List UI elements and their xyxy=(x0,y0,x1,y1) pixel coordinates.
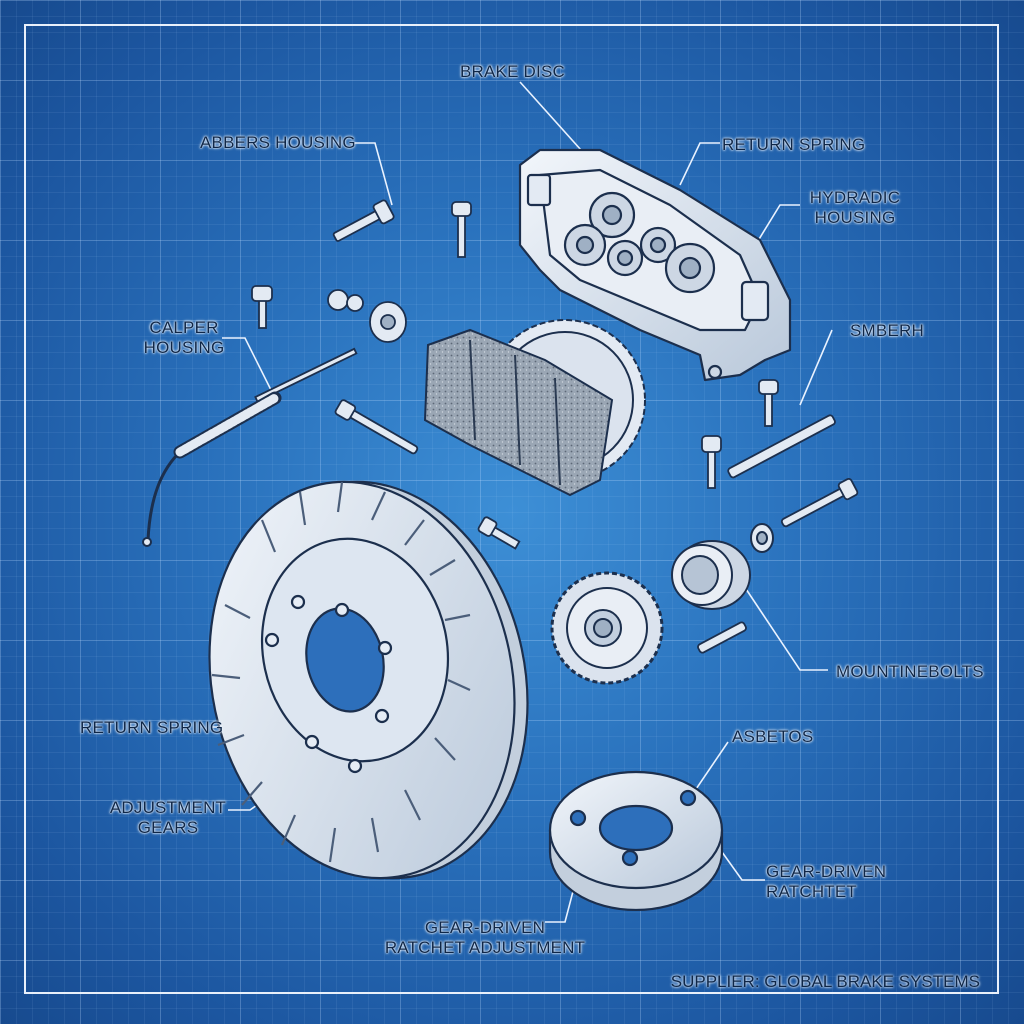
adjustment-gear-part xyxy=(550,571,664,685)
bolts-and-fasteners xyxy=(251,199,859,654)
mounting-plate-part xyxy=(548,770,724,912)
label-hydradic-housing: HYDRADIC HOUSING xyxy=(800,188,910,228)
label-return-spring-top: RETURN SPRING xyxy=(722,135,866,154)
brake-disc-part xyxy=(208,480,529,880)
label-asbetos: ASBETOS xyxy=(732,727,814,746)
label-gear-adjust-line1: GEAR-DRIVEN xyxy=(424,918,546,937)
leader-lines xyxy=(212,81,833,923)
sensor-cable-part xyxy=(142,391,282,547)
label-gear-driven-ratchtet: GEAR-DRIVEN RATCHTET xyxy=(766,862,886,902)
label-adjustment-line1: ADJUSTMENT xyxy=(109,798,227,817)
label-calper-line2: HOUSING xyxy=(143,338,225,357)
label-hydradic-line1: HYDRADIC xyxy=(809,188,901,207)
caliper-housing-part xyxy=(518,148,792,382)
label-adjustment-line2: GEARS xyxy=(137,818,199,837)
bearing-ring-part xyxy=(671,523,774,610)
label-mounting-bolts: MOUNTINEBOLTS xyxy=(836,662,984,681)
label-gear-driven-ratchet-adjustment: GEAR-DRIVEN RATCHET ADJUSTMENT xyxy=(380,918,590,958)
brake-pad-part xyxy=(423,319,646,497)
label-gear-ratchet-line1: GEAR-DRIVEN xyxy=(766,862,887,881)
label-smberh: SMBERH xyxy=(850,321,924,340)
blueprint-frame xyxy=(24,24,999,994)
label-adjustment-gears: ADJUSTMENT GEARS xyxy=(108,798,228,838)
label-abbers-housing: ABBERS HOUSING xyxy=(200,133,356,152)
supplier-credit: SUPPLIER: GLOBAL BRAKE SYSTEMS xyxy=(670,972,980,991)
label-return-spring-left: RETURN SPRING xyxy=(80,718,224,737)
label-gear-adjust-line2: RATCHET ADJUSTMENT xyxy=(384,938,586,957)
label-gear-ratchet-line2: RATCHTET xyxy=(766,882,857,901)
label-calper-housing: CALPER HOUSING xyxy=(140,318,228,358)
label-calper-line1: CALPER xyxy=(149,318,219,337)
label-hydradic-line2: HOUSING xyxy=(814,208,896,227)
label-brake-disc: BRAKE DISC xyxy=(460,62,565,81)
